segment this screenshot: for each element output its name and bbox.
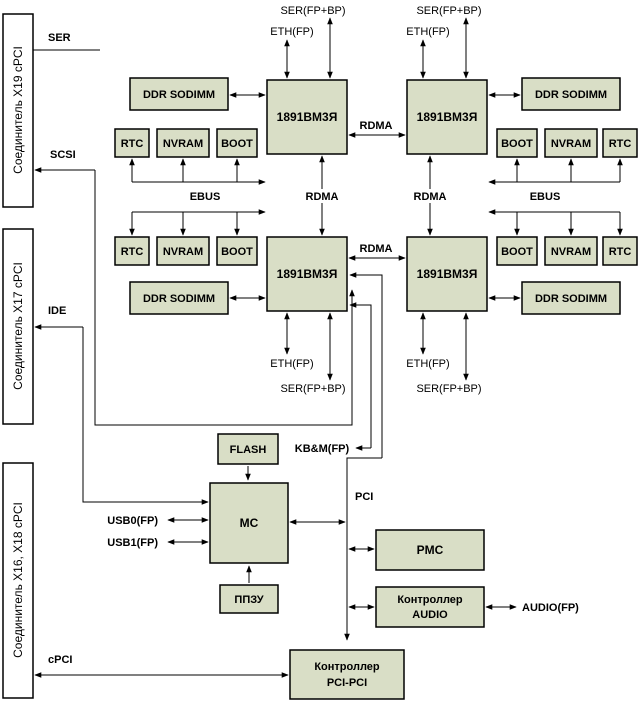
ser-label: SER — [48, 32, 71, 44]
eth-fp-label-3: ETH(FP) — [270, 358, 313, 370]
nvram-3 — [156, 236, 210, 266]
ppzu-label: ППЗУ — [234, 594, 263, 606]
ser-fp-bp-label-3: SER(FP+BP) — [280, 383, 345, 395]
mc — [209, 482, 289, 564]
boot-1-label: BOOT — [221, 138, 253, 150]
pci-pci-controller — [289, 649, 405, 700]
ebus-label-2: EBUS — [530, 191, 561, 203]
boot-2 — [496, 128, 538, 158]
connector-x17-label: Соединитель X17 cPCI — [11, 262, 25, 390]
pci-pci-controller-label-1: Контроллер — [314, 661, 380, 673]
ebus-label-1: EBUS — [190, 191, 221, 203]
pmc-label: PMC — [417, 543, 444, 557]
ide-line — [82, 327, 209, 505]
audio-fp-label: AUDIO(FP) — [522, 602, 579, 614]
ddr-sodimm-4 — [521, 281, 621, 315]
connector-x16-x18 — [2, 462, 34, 699]
pmc — [375, 529, 485, 571]
boot-4 — [496, 236, 538, 266]
pci-feed-cpu3 — [349, 272, 383, 458]
cpu-4-label: 1891ВМ3Я — [417, 267, 478, 281]
audio-controller — [375, 586, 485, 628]
nvram-3-label: NVRAM — [163, 246, 203, 258]
boot-4-label: BOOT — [501, 246, 533, 258]
ppzu — [219, 584, 279, 614]
rtc-2 — [602, 128, 638, 158]
nvram-4-label: NVRAM — [551, 246, 591, 258]
cpu-2-label: 1891ВМ3Я — [417, 110, 478, 124]
ddr-sodimm-3 — [129, 281, 229, 315]
pci-bus-line — [344, 457, 382, 641]
scsi-line — [94, 170, 355, 426]
ser-fp-bp-label-4: SER(FP+BP) — [416, 383, 481, 395]
nvram-4 — [544, 236, 598, 266]
ddr-sodimm-2-label: DDR SODIMM — [535, 89, 607, 101]
ser-fp-bp-label-1: SER(FP+BP) — [280, 5, 345, 17]
nvram-2 — [544, 128, 598, 158]
scsi-label: SCSI — [50, 149, 76, 161]
ddr-sodimm-2 — [521, 77, 621, 111]
pci-pci-controller-label-2: PCI-PCI — [327, 677, 367, 689]
cpu-1-label: 1891ВМ3Я — [277, 110, 338, 124]
connector-x19 — [2, 13, 34, 208]
audio-controller-label-2: AUDIO — [412, 609, 448, 621]
ide-label: IDE — [48, 305, 66, 317]
ser-fp-bp-label-2: SER(FP+BP) — [416, 5, 481, 17]
nvram-2-label: NVRAM — [551, 138, 591, 150]
cpu-3 — [266, 236, 348, 312]
cpci-label: cPCI — [48, 654, 72, 666]
rdma-label-top: RDMA — [360, 120, 393, 132]
kbm-line — [349, 302, 372, 448]
eth-fp-label-1: ETH(FP) — [270, 26, 313, 38]
nvram-1-label: NVRAM — [163, 138, 203, 150]
flash-label: FLASH — [230, 444, 267, 456]
pci-label: PCI — [355, 491, 373, 503]
boot-1 — [216, 128, 258, 158]
cpu-3-label: 1891ВМ3Я — [277, 267, 338, 281]
cpu-4 — [406, 236, 488, 312]
cpu-2 — [406, 79, 488, 155]
usb1-label: USB1(FP) — [107, 537, 158, 549]
ddr-sodimm-1-label: DDR SODIMM — [143, 89, 215, 101]
connector-x16-x18-label: Соединитель X16, X18 cPCI — [11, 502, 25, 658]
kbm-fp-label: KB&M(FP) — [295, 443, 350, 455]
nvram-1 — [156, 128, 210, 158]
rtc-1 — [114, 128, 150, 158]
ddr-sodimm-3-label: DDR SODIMM — [143, 293, 215, 305]
eth-fp-label-2: ETH(FP) — [406, 26, 449, 38]
usb0-label: USB0(FP) — [107, 515, 158, 527]
ddr-sodimm-1 — [129, 77, 229, 111]
audio-controller-label-1: Контроллер — [397, 594, 463, 606]
boot-3 — [216, 236, 258, 266]
rtc-3 — [114, 236, 150, 266]
rtc-3-label: RTC — [121, 246, 144, 258]
rdma-label-right: RDMA — [414, 191, 447, 203]
connector-x17 — [2, 228, 34, 425]
rtc-4-label: RTC — [609, 246, 632, 258]
boot-2-label: BOOT — [501, 138, 533, 150]
rdma-label-bottom: RDMA — [360, 243, 393, 255]
rtc-2-label: RTC — [609, 138, 632, 150]
rtc-4 — [602, 236, 638, 266]
cpu-1 — [266, 79, 348, 155]
rdma-label-left: RDMA — [306, 191, 339, 203]
connector-x19-label: Соединитель X19 cPCI — [11, 46, 25, 174]
rtc-1-label: RTC — [121, 138, 144, 150]
boot-3-label: BOOT — [221, 246, 253, 258]
mc-label: MC — [240, 516, 259, 530]
ddr-sodimm-4-label: DDR SODIMM — [535, 293, 607, 305]
eth-fp-label-4: ETH(FP) — [406, 358, 449, 370]
flash — [217, 433, 279, 465]
